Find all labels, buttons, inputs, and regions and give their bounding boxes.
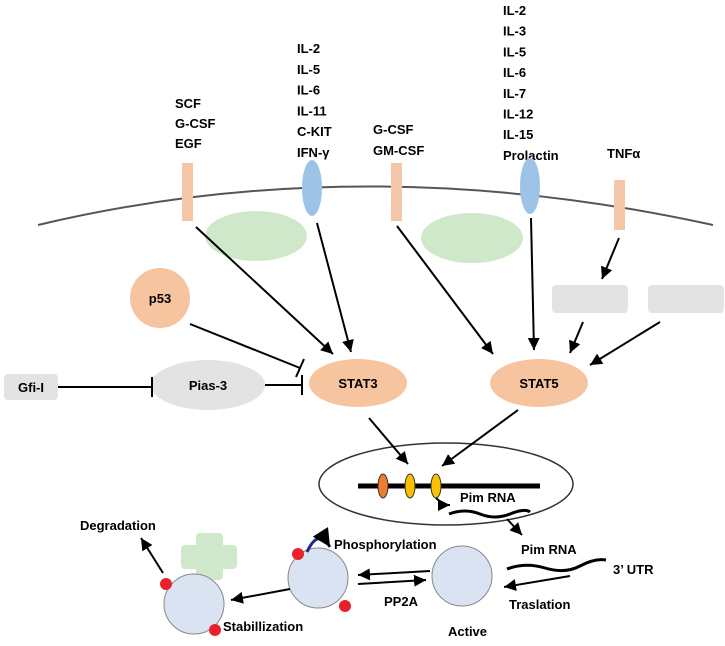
phosphorylation-label: Phosphorylation (334, 537, 437, 552)
stabilized-pim-protein (163, 573, 225, 635)
cell-membrane (37, 185, 714, 226)
p53-node (130, 268, 190, 328)
active-label: Active (448, 624, 487, 639)
arrow-active-to-phospho (357, 568, 431, 581)
receptor-gcsf (391, 163, 402, 221)
degradation-label: Degradation (80, 518, 156, 533)
ligand-group-gcsf: G-CSF GM-CSF (373, 122, 424, 158)
stabilization-label: Stabillization (223, 619, 303, 634)
grey-box-1 (552, 285, 628, 313)
inhibit-p53-stat3 (189, 323, 301, 369)
pias3-label: Pias-3 (189, 378, 227, 393)
gfi1-label: Gfi-I (18, 380, 44, 395)
arrow-translation (503, 575, 571, 591)
stabilized-site-2 (209, 624, 221, 636)
phospho-pim-protein (287, 547, 349, 609)
ligand-label: IL-3 (503, 24, 526, 39)
receptor-scf (182, 163, 193, 221)
dna-binding-orange (377, 473, 389, 499)
ligand-group-il2: IL-2IL-5IL-6IL-11C-KIT IFN-γ (297, 41, 332, 160)
arrow-phospho-to-active (357, 574, 427, 587)
receptor-il2 (302, 160, 322, 216)
pim-rna-nucleus-wave (448, 508, 531, 519)
dna-binding-yellow-2 (430, 473, 442, 499)
nucleus (318, 442, 574, 526)
arrow-greybox1-stat5 (569, 321, 584, 354)
receptor-il-prolactin (520, 158, 540, 214)
ligand-label: Prolactin (503, 148, 559, 163)
stat3-label: STAT3 (338, 376, 377, 391)
active-pim-protein (431, 545, 493, 607)
ligand-label: SCF (175, 96, 201, 111)
ligand-label: IFN-γ (297, 145, 330, 160)
ligand-label: TNFα (607, 146, 640, 161)
kinase-left (205, 211, 307, 261)
ligand-label: IL-15 (503, 127, 533, 142)
arrow-tnf-greybox (601, 237, 620, 280)
stabilizer-cross (181, 533, 237, 580)
ligand-label: IL-2 (297, 41, 320, 56)
ligand-group-tnf: TNFα (607, 146, 640, 161)
arrow-stat5-nucleus (441, 409, 519, 467)
pim-rna-cyto-wave (506, 558, 607, 573)
translation-label: Traslation (509, 597, 570, 612)
dna-binding-yellow-1 (404, 473, 416, 499)
ligand-label: IL-6 (503, 65, 526, 80)
ligand-label: IL-2 (503, 3, 526, 18)
pim-rna-cyto-label: Pim RNA (521, 542, 577, 557)
kinase-right (421, 213, 523, 263)
ligand-label: G-CSF (373, 122, 414, 137)
ligand-label: IL-12 (503, 107, 533, 122)
ligand-label: IL-11 (297, 103, 327, 118)
phospho-site-1 (292, 548, 304, 560)
receptor-tnf (614, 180, 625, 230)
arrow-transcription (435, 497, 450, 511)
ligand-label: IL-5 (503, 44, 526, 59)
arrow-gcsf-stat5 (396, 225, 494, 355)
gfi1-node (4, 374, 58, 400)
ligand-label: IL-5 (297, 62, 320, 77)
pp2a-label: PP2A (384, 594, 419, 609)
p53-label: p53 (149, 291, 171, 306)
pias3-node (151, 360, 265, 410)
arrow-scf-stat3 (195, 226, 334, 355)
stat3-node (309, 359, 407, 407)
arrow-il2-stat3 (316, 222, 354, 353)
stat5-label: STAT5 (519, 376, 558, 391)
arrow-rna-export (506, 518, 523, 536)
ligand-label: EGF (175, 136, 202, 151)
pim-rna-nucleus-label: Pim RNA (460, 490, 516, 505)
arrow-il-stat5 (527, 217, 540, 351)
phosphorylation-curved-arrow (305, 526, 332, 553)
utr-label: 3’ UTR (613, 562, 654, 577)
ligand-group-scf: SCF G-CSF EGF (175, 96, 216, 151)
stabilized-site-1 (160, 578, 172, 590)
arrow-greybox2-stat5 (589, 321, 661, 366)
arrow-stat3-nucleus (368, 417, 409, 465)
inhibit-bar-p53 (295, 358, 305, 378)
ligand-label: IL-7 (503, 86, 526, 101)
ligand-label: GM-CSF (373, 143, 424, 158)
arrow-phospho-to-stabilized (230, 588, 291, 604)
stat5-node (490, 359, 588, 407)
arrow-degradation (140, 537, 164, 574)
ligand-label: G-CSF (175, 116, 216, 131)
ligand-label: C-KIT (297, 124, 332, 139)
grey-box-2 (648, 285, 724, 313)
ligand-label: IL-6 (297, 83, 320, 98)
phospho-site-2 (339, 600, 351, 612)
